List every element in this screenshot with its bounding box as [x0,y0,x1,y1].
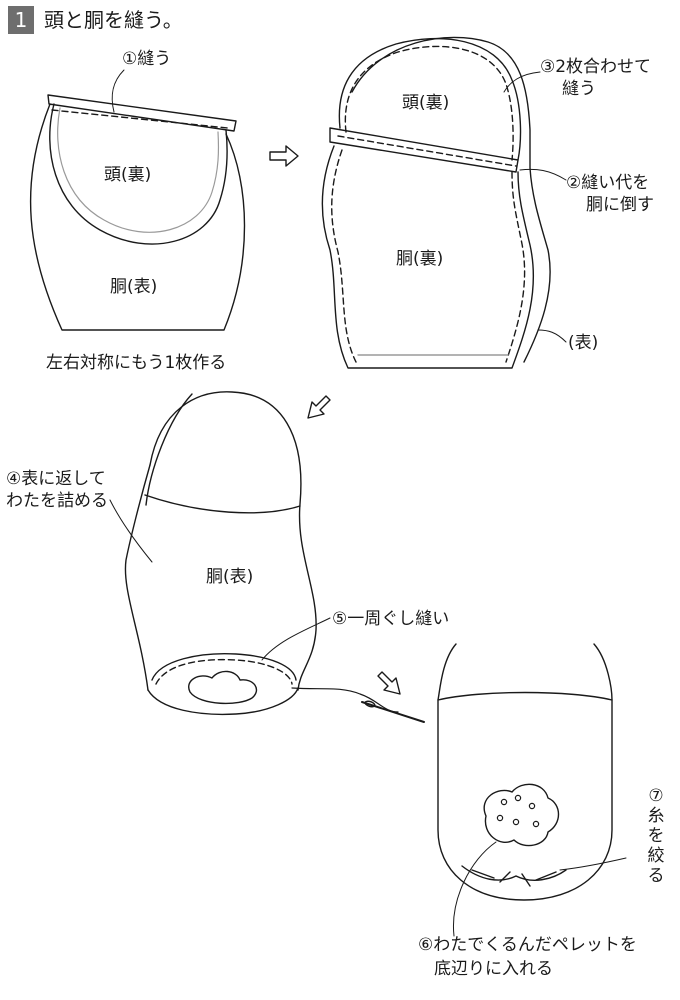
head-piece-inner-line [57,107,220,233]
running-stitch [155,658,293,685]
pellet-dots [496,794,540,828]
bottom-rim [151,653,297,681]
arrow-right-icon [269,145,299,167]
step-number-badge: 1 [8,6,34,34]
panel3-drawing [109,391,425,723]
front-head-band [329,127,519,173]
note6-leader [452,841,497,937]
note4-line1: ④表に返して [6,469,106,489]
note6-line2: 底辺りに入れる [434,959,553,979]
note3-line2: 縫う [562,79,596,99]
panel4-drawing [437,643,627,937]
note7-leader [559,857,627,871]
body-inside-label: 胴(裏) [396,249,444,269]
panel1-drawing [29,69,246,331]
note4-line2: わたを詰める [6,491,108,511]
stuffing [188,670,258,705]
seam-band [47,94,237,132]
front-body-outline [321,145,535,369]
panel2-drawing [321,36,567,369]
gather-line [461,865,567,881]
sew-leader-line [111,69,125,113]
body-stitch-line [331,149,357,363]
note7-label: ⑦糸を絞る [647,786,665,886]
head-piece-outline [49,103,228,245]
outer-side-label: (表) [568,333,599,353]
stitch-line [51,109,229,129]
note4-leader [109,499,153,563]
inner-seam-left [145,393,193,506]
doll-body-outline [149,391,317,691]
back-layer-outline [351,36,551,363]
band-stitch-line [337,135,517,167]
body-stitch-line-right [505,171,526,363]
note2-leader [519,168,567,181]
note3-line1: ③2枚合わせて [540,57,652,77]
gather-line-2 [471,869,557,887]
note2-line2: 胴に倒す [586,195,654,215]
head-body-seam [144,494,301,514]
bottom-opening [147,687,299,716]
note2-line1: ②縫い代を [566,173,650,193]
step-title: 頭と胴を縫う。 [44,8,183,32]
note3-leader [503,71,541,93]
note5-label: ⑤一周ぐし縫い [332,609,450,629]
arrow-down-left-icon [307,395,331,419]
needle-icon [361,700,425,723]
note6-line1: ⑥わたでくるんだペレットを [418,935,637,955]
body-outside-label-3: 胴(表) [206,567,254,587]
symmetry-caption: 左右対称にもう1枚作る [46,353,227,373]
outer-leader [537,329,567,343]
head-inside-label-2: 頭(裏) [402,93,450,113]
body-outside-label: 胴(表) [110,277,158,297]
front-head-outline [338,37,522,161]
head-body-seam-2 [437,691,613,701]
head-inside-label: 頭(裏) [104,165,152,185]
note5-leader [261,617,331,661]
bottom-body-outline [437,643,613,901]
arrow-down-right-icon [377,671,401,695]
body-piece-outline [29,103,246,331]
sew-label: ①縫う [122,49,172,69]
head-stitch-line [344,45,514,161]
doll-body-outline-left [124,464,151,691]
pellet-cotton [483,783,560,847]
